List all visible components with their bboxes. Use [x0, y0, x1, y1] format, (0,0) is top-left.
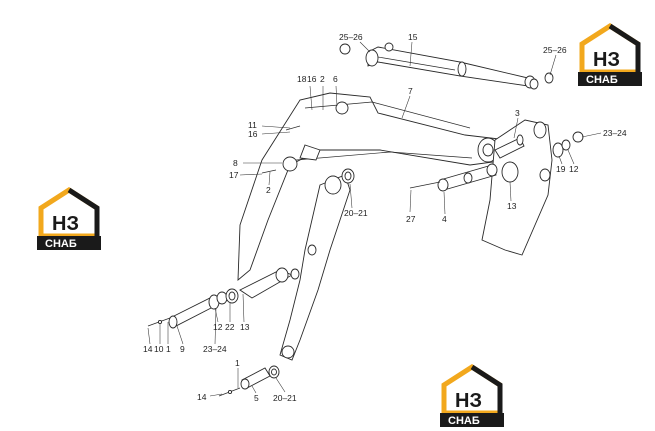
label-13-left: 13 [240, 322, 250, 332]
logo-watermark-left: НЗ СНАБ [37, 187, 101, 250]
label-15: 15 [408, 32, 418, 42]
label-9: 9 [180, 344, 185, 354]
label-25-26-right: 25–26 [543, 45, 567, 55]
logo-word: СНАБ [448, 415, 480, 427]
logo-word: СНАБ [586, 74, 618, 86]
label-1-bottom: 1 [235, 358, 240, 368]
label-19: 19 [556, 164, 566, 174]
label-10: 10 [154, 344, 164, 354]
link-lower [239, 267, 300, 299]
label-18: 18 [297, 74, 307, 84]
boom-7 [237, 92, 509, 281]
label-2-top: 2 [320, 74, 325, 84]
label-12-right: 12 [569, 164, 579, 174]
label-8: 8 [233, 158, 238, 168]
logo-letters: НЗ [455, 390, 482, 412]
boom-cylinder-15 [339, 42, 554, 90]
washer-20-21-mid-inner [344, 171, 352, 181]
label-12-left: 12 [213, 322, 223, 332]
label-16-top: 16 [307, 74, 317, 84]
pin-5 [240, 365, 280, 390]
label-1-left: 1 [166, 344, 171, 354]
cylinder-4 [437, 163, 498, 192]
label-16-mid: 16 [248, 129, 258, 139]
label-27: 27 [406, 214, 416, 224]
label-4: 4 [442, 214, 447, 224]
label-2-mid: 2 [266, 185, 271, 195]
bushings-right [552, 131, 584, 158]
label-14-left: 14 [143, 344, 153, 354]
logo-letters: НЗ [593, 49, 620, 71]
callout-labels: 25–26 15 25–26 18 16 2 6 7 3 11 16 23–24… [143, 32, 627, 403]
label-11: 11 [248, 120, 257, 130]
leader-lines [147, 41, 602, 397]
label-20-21-mid: 20–21 [344, 208, 368, 218]
pin-9-group [168, 288, 239, 329]
logo-watermark-bottom: НЗ СНАБ [440, 364, 504, 427]
label-23-24-left: 23–24 [203, 344, 227, 354]
label-20-21-bottom: 20–21 [273, 393, 297, 403]
label-7: 7 [408, 86, 413, 96]
small-bolts [147, 125, 441, 397]
logo-letters: НЗ [52, 213, 79, 235]
label-14-bottom: 14 [197, 392, 207, 402]
label-17: 17 [229, 170, 239, 180]
label-3: 3 [515, 108, 520, 118]
label-13-right: 13 [507, 201, 517, 211]
label-5: 5 [254, 393, 259, 403]
label-22: 22 [225, 322, 235, 332]
label-25-26-top: 25–26 [339, 32, 363, 42]
logo-word: СНАБ [45, 238, 77, 250]
label-6: 6 [333, 74, 338, 84]
label-23-24-right: 23–24 [603, 128, 627, 138]
pin-3 [494, 134, 525, 159]
dipper-link [279, 174, 351, 361]
logo-watermark-top-right: НЗ СНАБ [578, 23, 642, 86]
